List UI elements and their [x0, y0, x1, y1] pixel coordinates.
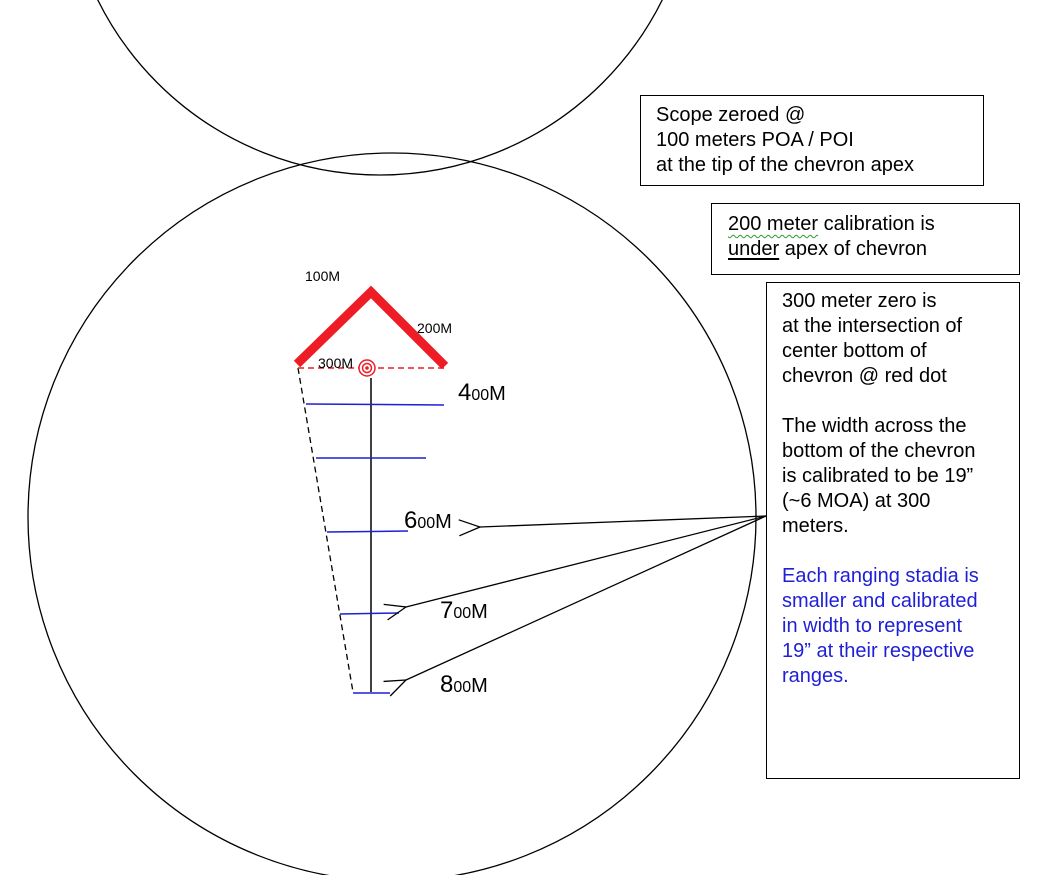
arrow-to-800 [406, 515, 767, 680]
drop-guide-line [297, 367, 354, 693]
note-line: ranges. [782, 665, 849, 687]
note-word: under [728, 238, 780, 260]
note-line: under apex of chevron [728, 237, 1019, 262]
label-100m: 100M [305, 268, 340, 284]
stadia-400 [305, 403, 445, 406]
note-line: at the intersection of [782, 315, 963, 337]
upper-scope-circle [97, 0, 663, 176]
range-label-700: 700M [440, 597, 488, 624]
note-line: is calibrated to be 19” [782, 465, 974, 487]
note-line: 100 meters POA / POI [656, 129, 854, 151]
note-line: chevron @ red dot [782, 365, 947, 387]
chevron [293, 285, 449, 370]
arrow-to-700 [406, 515, 767, 607]
range-label-600: 600M [404, 507, 452, 534]
note-line: 19” at their respective [782, 640, 975, 662]
note-300m-zero: 300 meter zero is at the intersection of… [766, 282, 1020, 779]
note-line: Scope zeroed @ [656, 104, 806, 126]
note-text: calibration is [818, 213, 935, 235]
stadia-700 [339, 612, 400, 615]
note-line: at the tip of the chevron apex [656, 154, 914, 176]
note-line: 200 meter calibration is [728, 212, 1019, 237]
range-label-800: 800M [440, 671, 488, 698]
scope-circle [27, 152, 757, 875]
red-dot-icon [358, 359, 376, 377]
label-300m: 300M [318, 355, 353, 371]
note-line: The width across the [782, 415, 967, 437]
note-line: center bottom of [782, 340, 927, 362]
stadia-600 [326, 530, 409, 533]
note-line: Each ranging stadia is [782, 565, 979, 587]
note-text: apex of chevron [779, 238, 928, 260]
note-line: bottom of the chevron [782, 440, 976, 462]
note-line: meters. [782, 515, 849, 537]
label-200m: 200M [417, 320, 452, 336]
range-label-400: 400M [458, 379, 506, 406]
note-line: in width to represent [782, 615, 963, 637]
note-line: smaller and calibrated [782, 590, 978, 612]
note-word: 200 meter [728, 213, 819, 235]
note-line: 300 meter zero is [782, 290, 937, 312]
note-line: (~6 MOA) at 300 [782, 490, 931, 512]
arrow-to-600 [480, 515, 767, 527]
note-100m-zero: Scope zeroed @ 100 meters POA / POI at t… [640, 95, 984, 186]
note-200m-calibration: 200 meter calibration is under apex of c… [711, 203, 1020, 275]
